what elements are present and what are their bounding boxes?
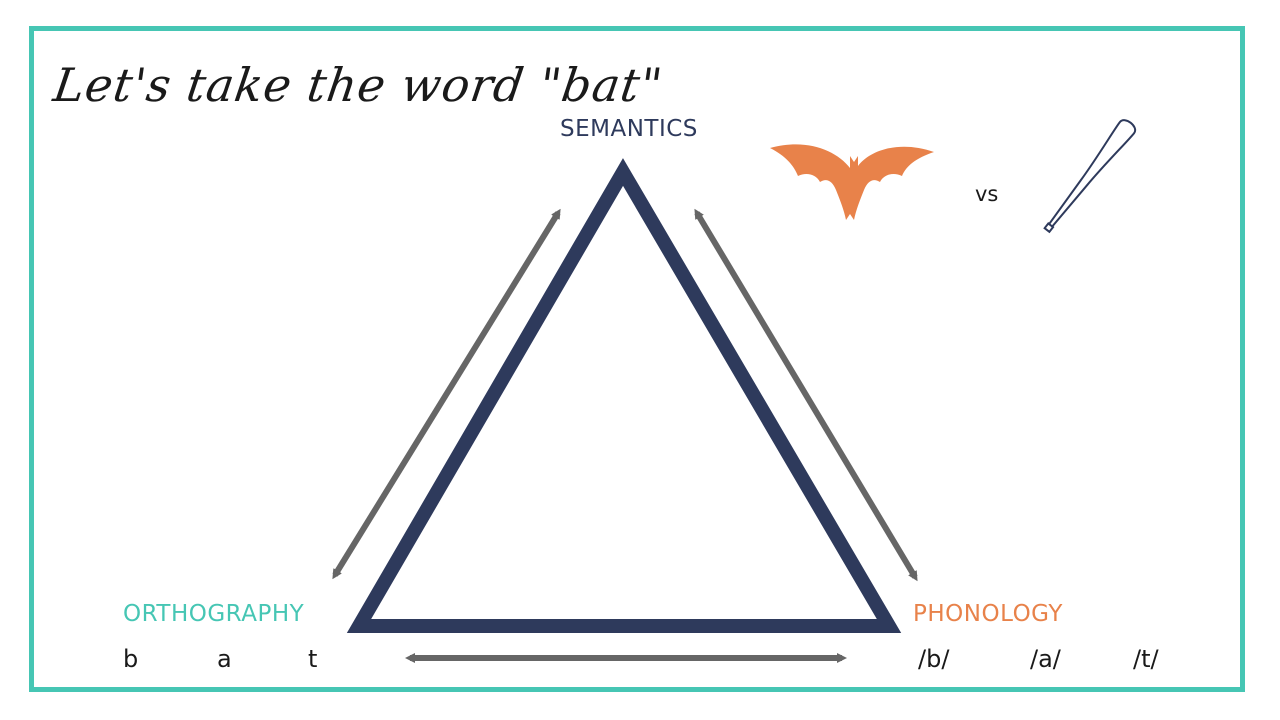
- baseball-bat-icon: [1043, 119, 1137, 234]
- arrow-semantics-phonology: [694, 208, 918, 582]
- bat-animal-icon: [770, 144, 934, 220]
- phonology-sound: /a/: [1030, 645, 1061, 673]
- orthography-letter: t: [308, 645, 318, 673]
- semantics-label: SEMANTICS: [560, 116, 698, 142]
- slide-frame: [29, 26, 1245, 692]
- orthography-letter: a: [217, 645, 232, 673]
- orthography-label: ORTHOGRAPHY: [123, 601, 305, 627]
- phonology-sound: /t/: [1133, 645, 1159, 673]
- orthography-letter: b: [123, 645, 139, 673]
- arrow-orthography-semantics: [332, 208, 561, 580]
- vs-label: vs: [975, 182, 999, 206]
- phonology-label: PHONOLOGY: [913, 601, 1063, 627]
- phonology-sound: /b/: [918, 645, 950, 673]
